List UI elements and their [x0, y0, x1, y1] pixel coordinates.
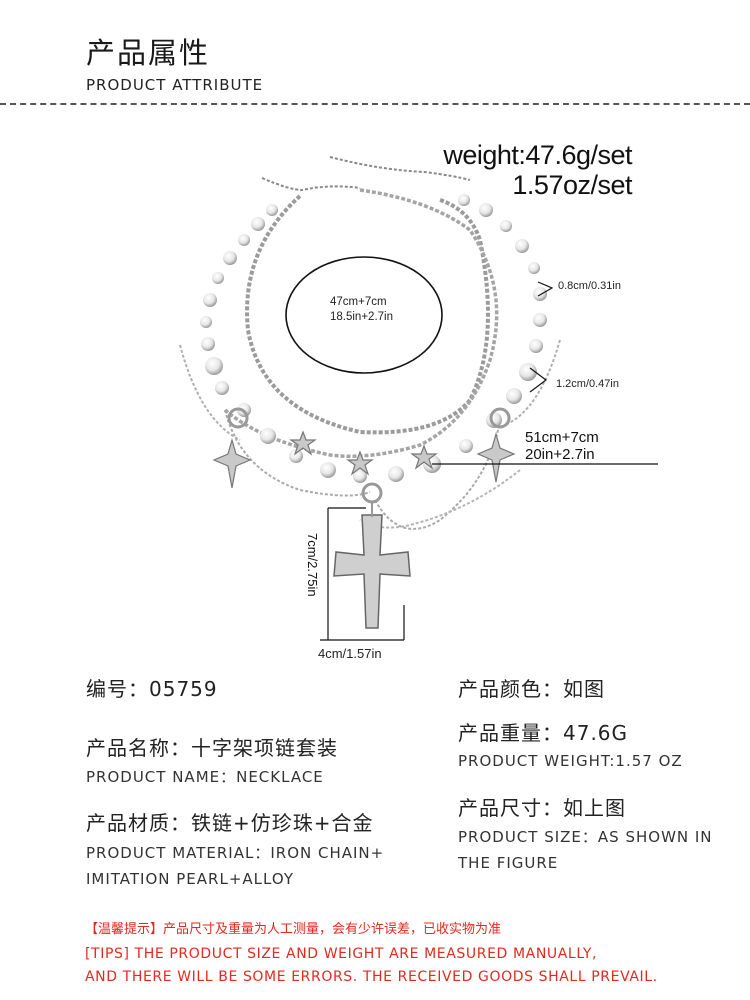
product-name-en: PRODUCT NAME：NECKLACE	[86, 768, 324, 786]
drape-chain	[179, 344, 241, 441]
cross-dimension-lines	[320, 507, 405, 641]
tips-en-line1: [TIPS] THE PRODUCT SIZE AND WEIGHT ARE M…	[85, 946, 598, 962]
product-material-cn: 产品材质：铁链+仿珍珠+合金	[86, 811, 374, 835]
product-number: 编号：05759	[86, 677, 218, 701]
section-title: 产品属性	[86, 36, 211, 70]
star-charms	[212, 430, 516, 489]
product-name-cn: 产品名称：十字架项链套装	[86, 736, 338, 760]
product-weight-en: PRODUCT WEIGHT:1.57 OZ	[458, 752, 683, 770]
outer-length-cm-label: 51cm+7cm	[525, 429, 599, 446]
jump-ring	[489, 407, 511, 429]
length-ellipse	[285, 256, 443, 374]
inner-length-in-label: 18.5in+2.7in	[330, 311, 393, 323]
middle-chain	[223, 188, 499, 458]
product-material-en-line2: IMITATION PEARL+ALLOY	[86, 870, 294, 888]
drape-chain	[224, 409, 371, 497]
necklace-product-photo	[179, 156, 658, 641]
big-pearl-size-label: 1.2cm/0.47in	[556, 378, 619, 390]
extender-chain	[261, 177, 361, 192]
product-size-en-line1: PRODUCT SIZE：AS SHOWN IN	[458, 828, 713, 846]
product-size-en-line2: THE FIGURE	[458, 854, 559, 872]
tips-en-line2: AND THERE WILL BE SOME ERRORS. THE RECEI…	[85, 969, 658, 985]
weight-ounces-label: 1.57oz/set	[512, 170, 632, 200]
pearl-size-indicators	[529, 281, 554, 393]
cross-height-label: 7cm/2.75in	[305, 533, 320, 597]
extender-chain	[329, 156, 471, 181]
inner-length-cm-label: 47cm+7cm	[330, 296, 387, 308]
cross-pendant	[333, 514, 411, 629]
cross-width-label: 4cm/1.57in	[318, 646, 382, 661]
drape-chain	[504, 339, 561, 426]
dashed-divider	[0, 103, 750, 105]
product-size-cn: 产品尺寸：如上图	[458, 796, 626, 820]
weight-grams-label: weight:47.6g/set	[443, 140, 632, 170]
pearl-strand	[200, 194, 547, 483]
jump-ring	[227, 407, 249, 429]
outer-length-in-label: 20in+2.7in	[525, 446, 595, 463]
section-subtitle: PRODUCT ATTRIBUTE	[86, 76, 264, 94]
small-pearl-size-label: 0.8cm/0.31in	[558, 280, 621, 292]
tips-cn: 【温馨提示】产品尺寸及重量为人工测量，会有少许误差，已收实物为准	[85, 922, 502, 937]
product-color: 产品颜色：如图	[458, 677, 605, 701]
product-weight-cn: 产品重量：47.6G	[458, 721, 629, 745]
product-material-en-line1: PRODUCT MATERIAL：IRON CHAIN+	[86, 844, 385, 862]
